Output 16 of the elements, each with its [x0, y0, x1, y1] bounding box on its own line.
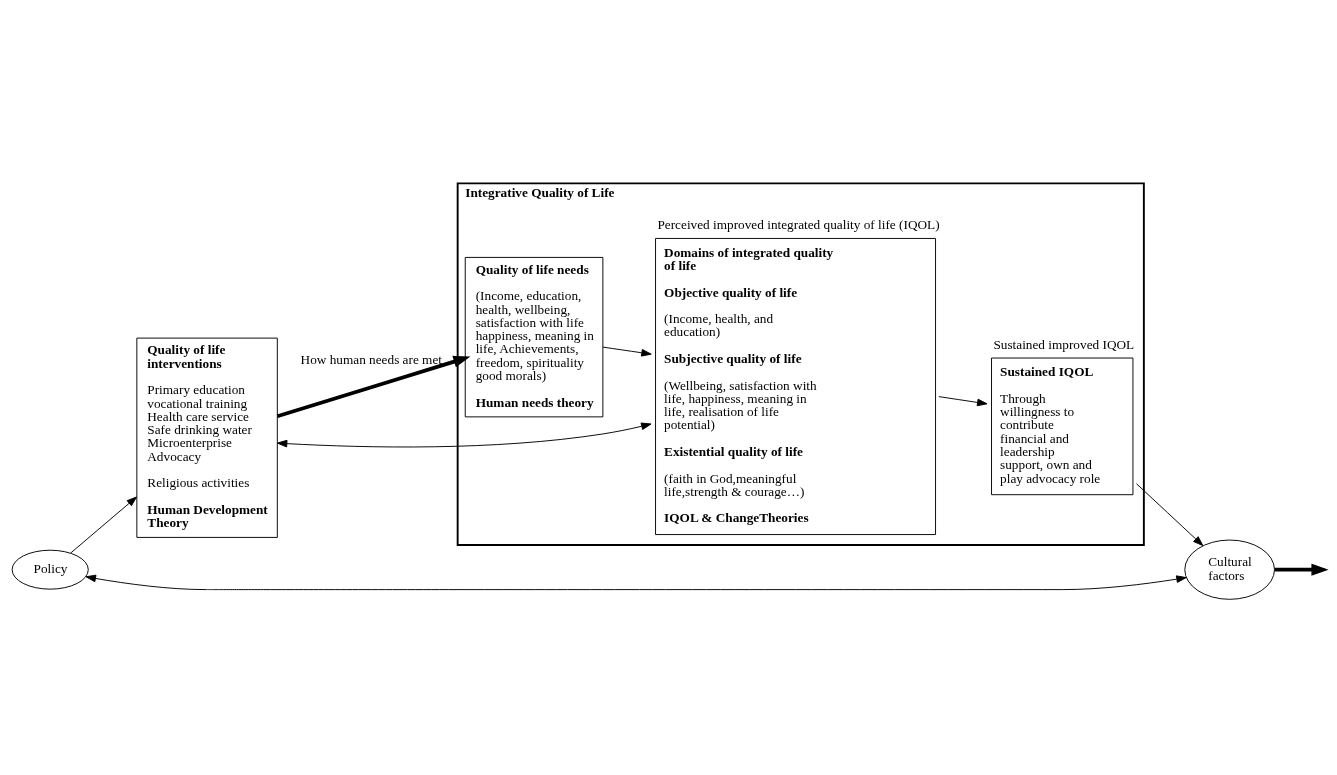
node-ellipse: Cultural factors: [1184, 539, 1275, 600]
node-box: Quality of life interventions Primary education vocational training Health care service Safe drinking water Microenterprise Advocacy Religious activities Human Development Theory: [136, 337, 278, 538]
node-box: Domains of integrated quality of life Objective quality of life (Income, health, and education) Subjective quality of life (Wellbeing, satisfaction with life, happiness, meaning in life, realisation of life potential) Existential quality of life (faith in God,meaningful life,strength & courage…) IQOL & ChangeTheories: [655, 237, 936, 536]
arrow: [602, 346, 652, 357]
node-label: Sustained improved IQOL: [993, 336, 1135, 352]
arrow: [938, 396, 988, 407]
arrow: [276, 422, 652, 448]
node-label: Perceived improved integrated quality of life (IQOL): [657, 217, 940, 233]
arrow: [70, 496, 137, 554]
arrow: [1136, 483, 1204, 547]
arrow: [276, 355, 471, 419]
node-box: Sustained IQOL Through willingness to contribute financial and leadership support, own and play advocacy role: [991, 357, 1134, 496]
edge-label: How human needs are met: [300, 351, 443, 367]
arrow: [85, 574, 1187, 591]
node-ellipse: Policy: [11, 549, 89, 590]
node-box: Quality of life needs (Income, education, health, wellbeing, satisfaction with life happiness, meaning in life, Achievements, freedom, spirituality good morals) Human needs theory: [464, 256, 604, 418]
